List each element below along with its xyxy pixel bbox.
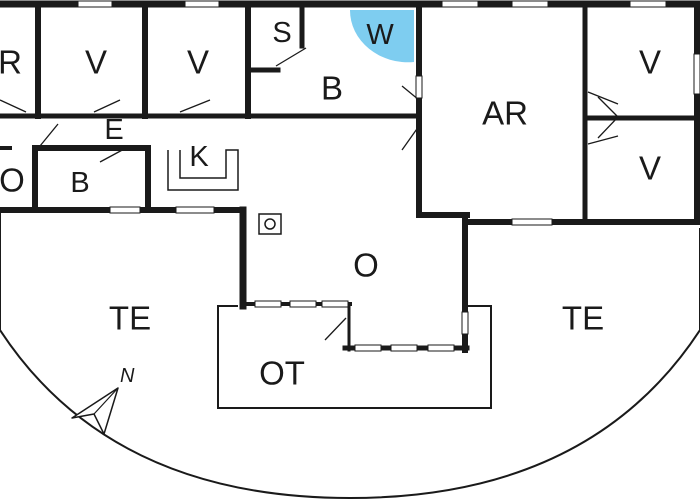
room-label-k: K [189,141,209,173]
room-label-e: E [104,114,123,146]
room-label-v4: V [639,150,661,187]
stove-icon [258,213,282,235]
room-label-ot: OT [259,355,305,392]
room-label-s: S [272,17,291,49]
room-label-b-small: B [70,167,89,199]
doors [0,47,619,341]
stove-burner [264,218,276,230]
room-label-r: R [0,44,22,81]
windows [77,0,700,352]
room-label-v2: V [187,44,209,81]
room-label-v1: V [85,44,107,81]
terrace-outline [0,212,700,500]
room-label-v3: V [639,44,661,81]
covered-terrace-outline [217,305,492,409]
room-label-b-top: B [321,70,343,107]
room-label-te-left: TE [109,300,151,337]
shower-area [349,10,414,63]
room-label-ar: AR [482,95,528,132]
walls [0,0,700,353]
room-label-te-right: TE [562,300,604,337]
room-label-o-main: O [353,247,379,284]
kitchen-counter [167,149,239,191]
room-label-w: W [366,19,394,51]
north-label: N [120,365,135,387]
north-arrow-icon [71,387,119,435]
room-label-o-left: O [0,162,25,199]
